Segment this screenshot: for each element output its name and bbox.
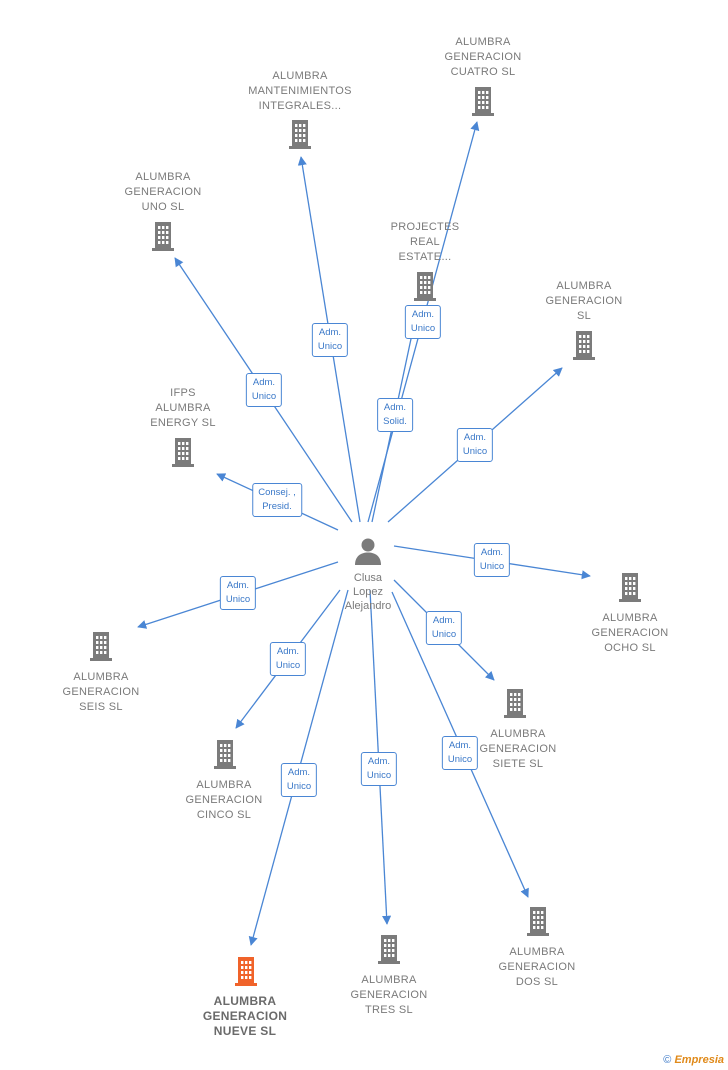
brand-name: Empresia [674, 1054, 724, 1066]
edge-label-ifps[interactable]: Consej. , Presid. [252, 483, 302, 517]
edge-label-tres[interactable]: Adm. Unico [360, 752, 398, 786]
edge-label-ocho[interactable]: Adm. Unico [473, 543, 511, 577]
building-icon[interactable] [284, 118, 316, 155]
edge-label-siete[interactable]: Adm. Unico [425, 611, 463, 645]
copyright-symbol: © [663, 1054, 672, 1066]
building-icon[interactable] [167, 436, 199, 473]
company-label-ifps[interactable]: IFPS ALUMBRA ENERGY SL [150, 387, 216, 429]
edge-label-cuatro[interactable]: Adm. Unico [404, 305, 442, 339]
company-label-cinco[interactable]: ALUMBRA GENERACION CINCO SL [185, 779, 263, 821]
company-label-tres[interactable]: ALUMBRA GENERACION TRES SL [350, 974, 428, 1016]
company-label-mantenimientos[interactable]: ALUMBRA MANTENIMIENTOS INTEGRALES... [248, 70, 352, 112]
building-icon[interactable] [522, 905, 554, 942]
edge-label-mantenimientos[interactable]: Adm. Unico [311, 323, 349, 357]
edge-label-uno[interactable]: Adm. Unico [245, 373, 283, 407]
building-icon[interactable] [85, 630, 117, 667]
company-label-dos[interactable]: ALUMBRA GENERACION DOS SL [498, 946, 576, 988]
company-label-ocho[interactable]: ALUMBRA GENERACION OCHO SL [591, 612, 669, 654]
company-label-cuatro[interactable]: ALUMBRA GENERACION CUATRO SL [444, 36, 522, 78]
company-label-seis[interactable]: ALUMBRA GENERACION SEIS SL [62, 671, 140, 713]
building-icon[interactable] [147, 220, 179, 257]
building-icon[interactable] [568, 329, 600, 366]
edge-label-generacion[interactable]: Adm. Unico [456, 428, 494, 462]
person-name[interactable]: Clusa Lopez Alejandro [344, 572, 392, 612]
building-icon[interactable] [230, 955, 262, 992]
edge-label-seis[interactable]: Adm. Unico [219, 576, 257, 610]
company-label-siete[interactable]: ALUMBRA GENERACION SIETE SL [479, 728, 557, 770]
edge-label-dos[interactable]: Adm. Unico [441, 736, 479, 770]
building-icon[interactable] [209, 738, 241, 775]
building-icon[interactable] [467, 85, 499, 122]
footer-brand[interactable]: © Empresia [663, 1054, 724, 1066]
person-icon[interactable] [353, 536, 383, 571]
company-label-nueve[interactable]: ALUMBRA GENERACION NUEVE SL [202, 994, 288, 1038]
edge-label-projectes[interactable]: Adm. Solid. [377, 398, 413, 432]
building-icon[interactable] [409, 270, 441, 307]
company-label-generacion[interactable]: ALUMBRA GENERACION SL [545, 280, 623, 322]
edge-label-nueve[interactable]: Adm. Unico [280, 763, 318, 797]
edge-label-cinco[interactable]: Adm. Unico [269, 642, 307, 676]
building-icon[interactable] [499, 687, 531, 724]
company-label-projectes[interactable]: PROJECTES REAL ESTATE... [390, 221, 460, 263]
building-icon[interactable] [614, 571, 646, 608]
company-label-uno[interactable]: ALUMBRA GENERACION UNO SL [124, 171, 202, 213]
building-icon[interactable] [373, 933, 405, 970]
